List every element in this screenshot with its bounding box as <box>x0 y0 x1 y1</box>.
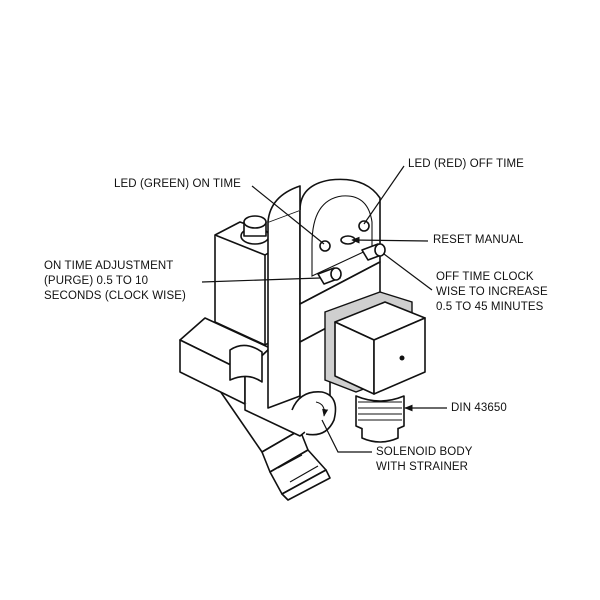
label-off-time-clock: OFF TIME CLOCK WISE TO INCREASE 0.5 TO 4… <box>436 271 548 313</box>
on-time-knob <box>317 267 342 285</box>
din-connector <box>324 291 426 395</box>
label-reset-manual: RESET MANUAL <box>433 234 524 246</box>
threaded-fitting <box>355 395 405 443</box>
label-led-green: LED (GREEN) ON TIME <box>114 178 241 190</box>
timer-housing <box>267 178 386 413</box>
off-time-knob <box>361 243 386 261</box>
label-led-red: LED (RED) OFF TIME <box>408 158 524 170</box>
label-on-time-adjustment: ON TIME ADJUSTMENT (PURGE) 0.5 TO 10 SEC… <box>44 260 186 302</box>
label-solenoid-body: SOLENOID BODY WITH STRAINER <box>376 446 473 473</box>
label-din: DIN 43650 <box>451 402 507 414</box>
leader-lines <box>201 165 447 453</box>
